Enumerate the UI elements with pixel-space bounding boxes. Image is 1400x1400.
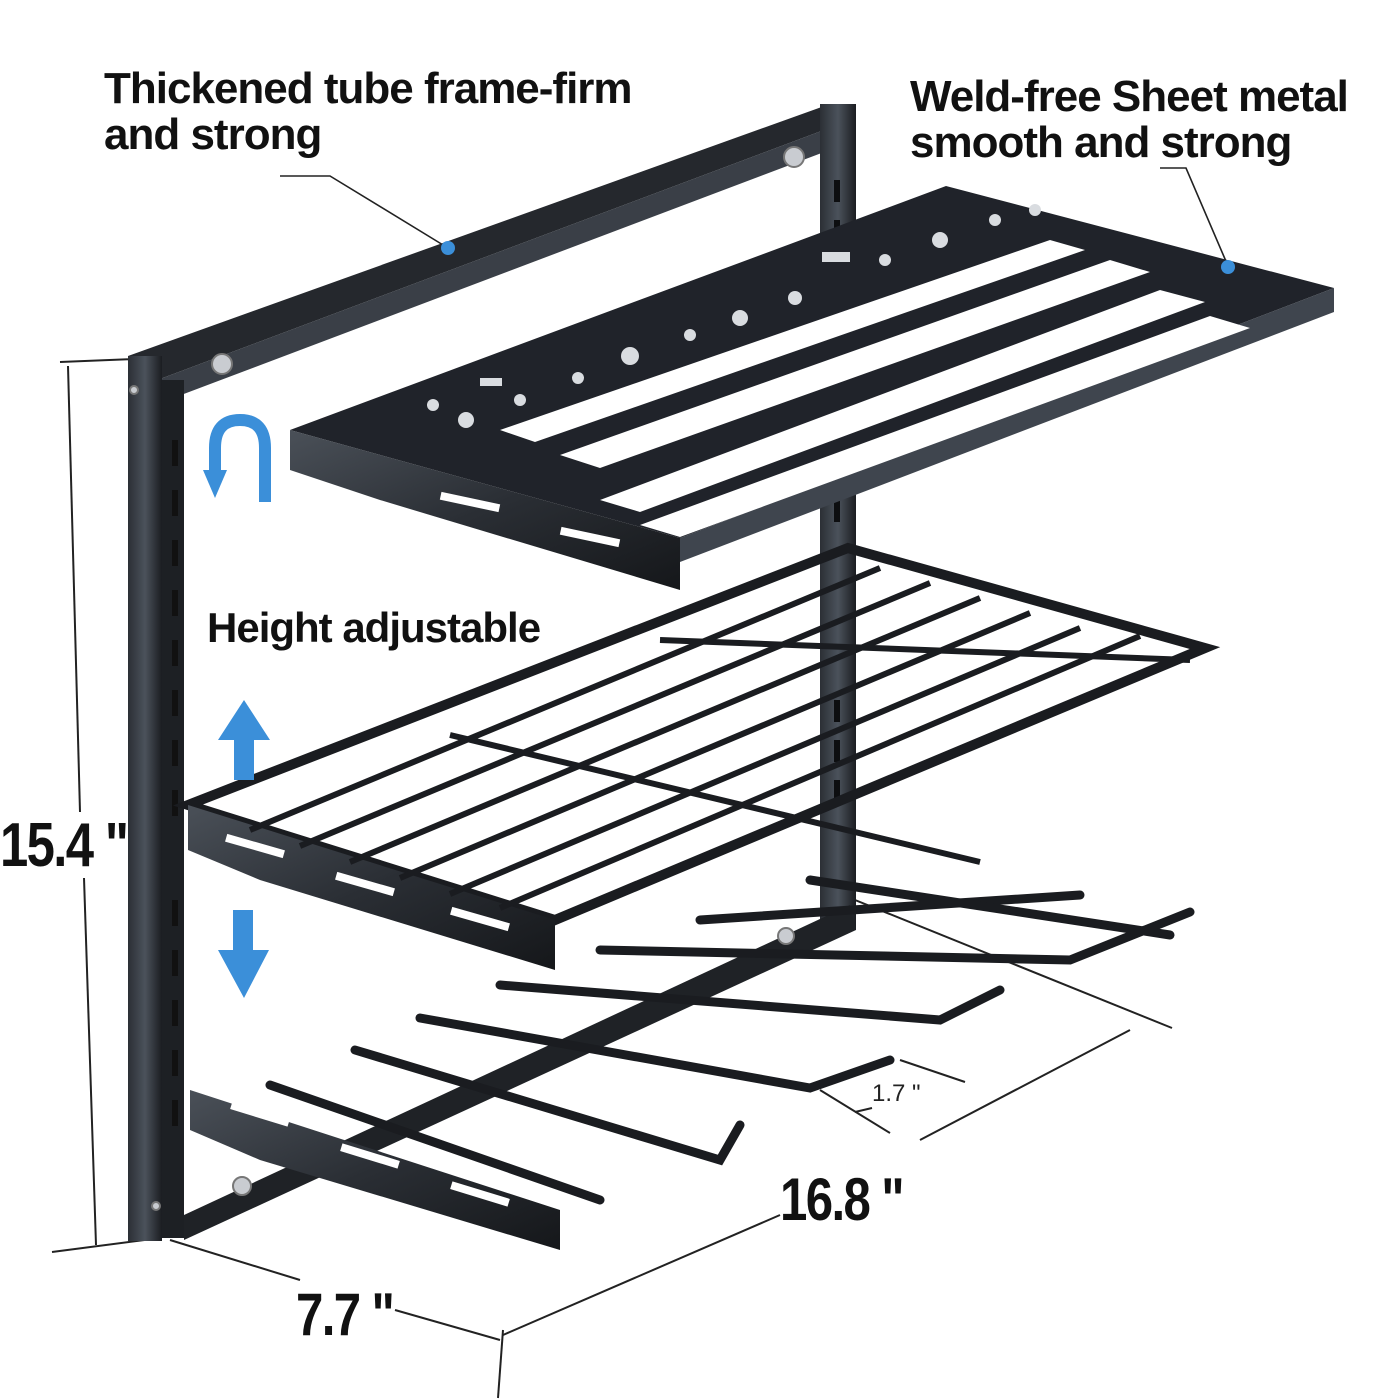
sheet-metal-callout-line1: Weld-free Sheet metal (910, 72, 1349, 121)
height-adjustable-callout: Height adjustable (207, 604, 541, 651)
callout-dot-sheet-metal (1221, 260, 1235, 274)
tool-hook-7 (805, 875, 1175, 940)
bottom-side-bracket (190, 1090, 560, 1250)
top-shelf-side-bracket (290, 430, 680, 590)
middle-shelf-slots (225, 833, 510, 932)
bolt-top-left (211, 353, 233, 375)
top-shelf (290, 186, 1334, 590)
tool-hooks (265, 875, 1195, 1205)
gap-dim-tick-b (899, 1059, 966, 1083)
height-dimension-label: 15.4 " (0, 811, 129, 880)
tube-frame-callout: Thickened tube frame-firm and strong (104, 64, 633, 160)
tool-hook-4 (495, 980, 1005, 1025)
width-dim-line-upper (919, 1029, 1131, 1141)
top-shelf-openings (329, 240, 1250, 548)
bolt-top-right (783, 146, 805, 168)
tube-frame-leader (280, 175, 449, 249)
left-post-slots (172, 440, 178, 1126)
height-dim-line-upper (67, 365, 81, 813)
bolt-bottom-right (777, 927, 795, 945)
bolt-post-bottom (151, 1201, 161, 1211)
callout-dot-tube-frame (441, 241, 455, 255)
top-rail (128, 104, 856, 382)
sheet-metal-callout-line2: smooth and strong (910, 118, 1292, 168)
tube-frame-callout-line1: Thickened tube frame-firm (104, 64, 633, 113)
tool-hook-6 (695, 890, 1085, 925)
tube-frame-callout-line2: and strong (104, 110, 322, 160)
tool-hook-5 (595, 907, 1195, 965)
dimension-lines (51, 357, 1173, 1399)
left-post (128, 356, 162, 1241)
middle-shelf-wires (248, 565, 1191, 911)
bolt-bottom-left (232, 1176, 252, 1196)
top-shelf-tool-holes (427, 204, 1041, 428)
arrow-down-icon (218, 910, 269, 998)
height-dim-line-lower (83, 877, 97, 1246)
tool-hook-2 (350, 1045, 745, 1166)
depth-dim-line-right (394, 1309, 501, 1341)
width-dimension-label: 16.8 " (780, 1166, 905, 1233)
depth-dim-end-tick (497, 1329, 504, 1399)
top-rail-face (152, 118, 856, 406)
tool-hook-1 (265, 1080, 605, 1205)
depth-dim-line-left (169, 1239, 301, 1281)
u-turn-hook-arrow-icon (203, 413, 271, 502)
gap-dimension-label: 1.7 " (872, 1080, 921, 1107)
arrow-up-icon (218, 700, 270, 780)
depth-dimension-label: 7.7 " (296, 1281, 395, 1348)
sheet-metal-callout: Weld-free Sheet metal smooth and strong (910, 72, 1349, 168)
gap-dim-line (854, 1107, 873, 1113)
middle-shelf (172, 542, 1221, 970)
bolt-post-top (129, 385, 139, 395)
width-dim-line-lower (502, 1214, 781, 1336)
leader-lines (280, 167, 1229, 267)
sheet-metal-leader (1160, 167, 1229, 267)
tool-hook-3 (415, 1013, 895, 1093)
bottom-tier (190, 875, 1195, 1250)
bottom-tier-slots (230, 1101, 510, 1207)
width-dim-end-tick (854, 899, 1173, 1029)
bolts (129, 146, 805, 1211)
